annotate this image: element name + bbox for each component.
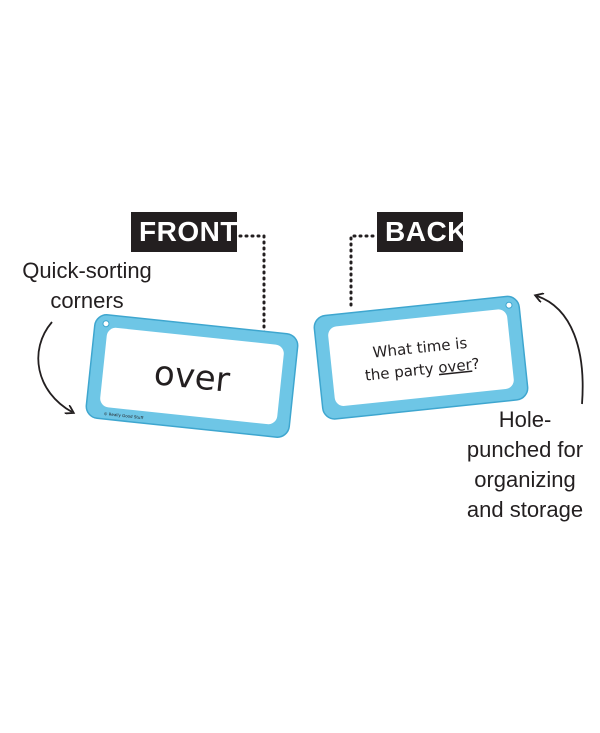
curved-arrow-icon: [537, 296, 584, 405]
highlighted-word: over: [437, 355, 473, 376]
hole-punched-callout: Hole- punched for organizing and storage: [462, 405, 588, 525]
callout-line: and storage: [466, 497, 584, 522]
callout-line: corners: [50, 288, 124, 313]
callout-line: punched for: [466, 437, 584, 462]
callout-line: Hole-: [498, 407, 552, 432]
back-leader-line: [349, 234, 375, 307]
front-label: FRONT: [131, 212, 237, 252]
front-card: over © Really Good Stuff: [85, 314, 299, 438]
front-card-fine-print: © Really Good Stuff: [103, 411, 143, 420]
callout-line: organizing: [474, 467, 576, 492]
back-card: What time is the party over?: [313, 295, 529, 420]
front-card-word: over: [152, 353, 232, 401]
front-leader-line: [238, 234, 266, 350]
back-label: BACK: [377, 212, 467, 252]
curved-arrow-icon: [37, 321, 72, 412]
hole-punch-icon: [102, 320, 110, 328]
callout-line: Quick-sorting: [22, 258, 152, 283]
hole-punch-icon: [505, 301, 513, 309]
quick-sorting-callout: Quick-sorting corners: [12, 256, 162, 316]
back-card-question-line2: the party over?: [364, 355, 480, 385]
